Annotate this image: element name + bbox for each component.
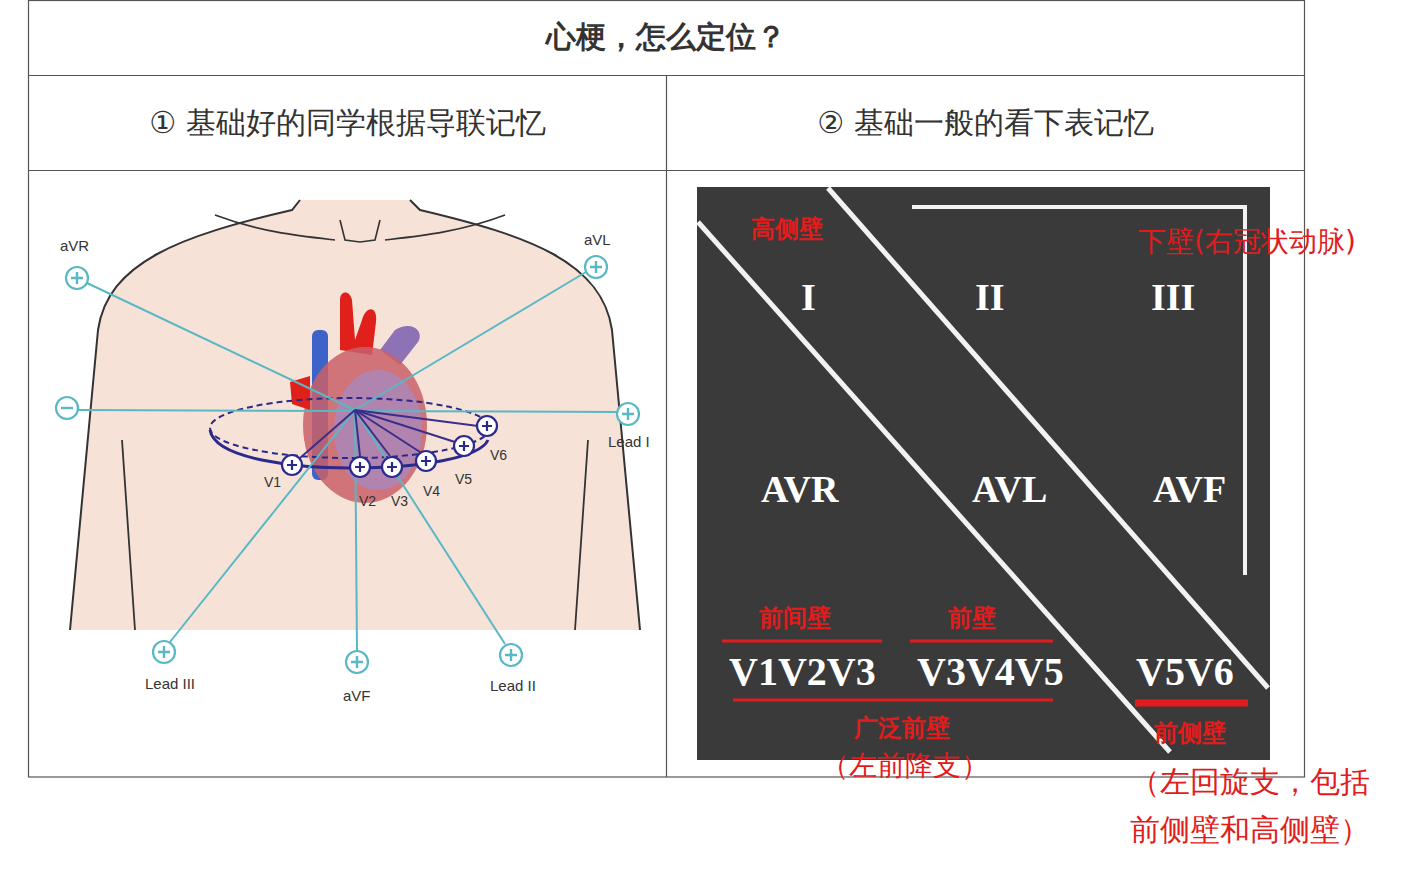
- electrode-name: V1: [264, 474, 281, 490]
- electrode-name: V4: [423, 483, 440, 499]
- electrode-name: V6: [490, 447, 507, 463]
- lead-cell: AVF: [1153, 468, 1226, 512]
- lead-cell: AVL: [972, 468, 1047, 512]
- header-cell: ① 基础好的同学根据导联记忆: [29, 76, 666, 170]
- artery-note: （左前降支）: [821, 750, 989, 782]
- electrode-name: V5: [455, 471, 472, 487]
- table-title: 心梗，怎么定位？: [546, 20, 786, 55]
- region-label: 前壁: [948, 604, 996, 632]
- lead-name: Lead II: [490, 677, 536, 694]
- lead-name: aVR: [60, 237, 89, 254]
- lead-cell: I: [801, 276, 816, 320]
- region-label: 下壁(右冠状动脉): [1138, 226, 1356, 258]
- region-label: 高侧壁: [751, 215, 823, 243]
- region-label: 广泛前壁: [854, 714, 950, 742]
- artery-note: （左回旋支，包括 前侧壁和高侧壁）: [1098, 758, 1370, 854]
- lead-cell: III: [1151, 276, 1195, 320]
- electrode-name: V3: [391, 493, 408, 509]
- region-label: 前间壁: [759, 604, 831, 632]
- region-label: 前侧壁: [1154, 719, 1226, 747]
- lead-name: aVL: [584, 231, 611, 248]
- electrode-name: V2: [359, 493, 376, 509]
- lead-name: aVF: [343, 687, 371, 704]
- lead-cell: AVR: [761, 468, 838, 512]
- lead-group: V5V6: [1136, 649, 1234, 695]
- header-text: ② 基础一般的看下表记忆: [817, 103, 1153, 144]
- lead-cell: II: [975, 276, 1005, 320]
- lead-name: Lead III: [145, 675, 195, 692]
- header-cell: ② 基础一般的看下表记忆: [667, 76, 1304, 170]
- header-text: ① 基础好的同学根据导联记忆: [149, 103, 545, 144]
- lead-group: V3V4V5: [917, 649, 1064, 695]
- lead-name: Lead I: [608, 433, 650, 450]
- lead-group: V1V2V3: [729, 649, 876, 695]
